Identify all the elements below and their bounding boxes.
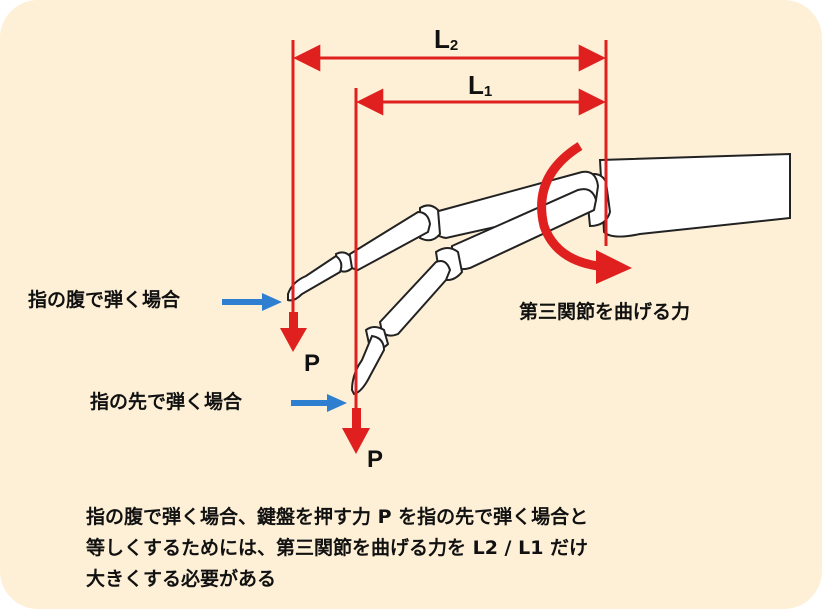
hand-bone	[583, 152, 791, 238]
force-p-tip-label: P	[367, 446, 384, 473]
force-p-pad-label: P	[304, 350, 321, 377]
force-arrow-tip	[342, 408, 370, 454]
note-line: 等しくするためには、第三関節を曲げる力を L2 / L1 だけ	[86, 537, 589, 559]
blue-pointer-arrow-pad	[222, 293, 282, 311]
l2-label: L2	[434, 24, 459, 54]
tip-strike-label: 指の先で弾く場合	[90, 391, 243, 413]
lower-finger-bones	[350, 188, 598, 396]
pad-strike-label: 指の腹で弾く場合	[28, 289, 181, 311]
upper-finger-bones	[287, 170, 600, 302]
force-arrow-pad	[280, 312, 307, 352]
red-curved-rotation-arrow	[537, 142, 632, 284]
note-line: 大きくする必要がある	[86, 568, 277, 590]
l1-label: L1	[468, 70, 493, 100]
third-joint-force-label: 第三関節を曲げる力	[519, 301, 691, 323]
explanation-note: 指の腹で弾く場合、鍵盤を押す力 P を指の先で弾く場合と 等しくするためには、第…	[86, 502, 588, 595]
note-line: 指の腹で弾く場合、鍵盤を押す力 P を指の先で弾く場合と	[86, 506, 589, 528]
blue-pointer-arrow-tip	[291, 394, 347, 412]
reference-lines	[291, 40, 608, 408]
